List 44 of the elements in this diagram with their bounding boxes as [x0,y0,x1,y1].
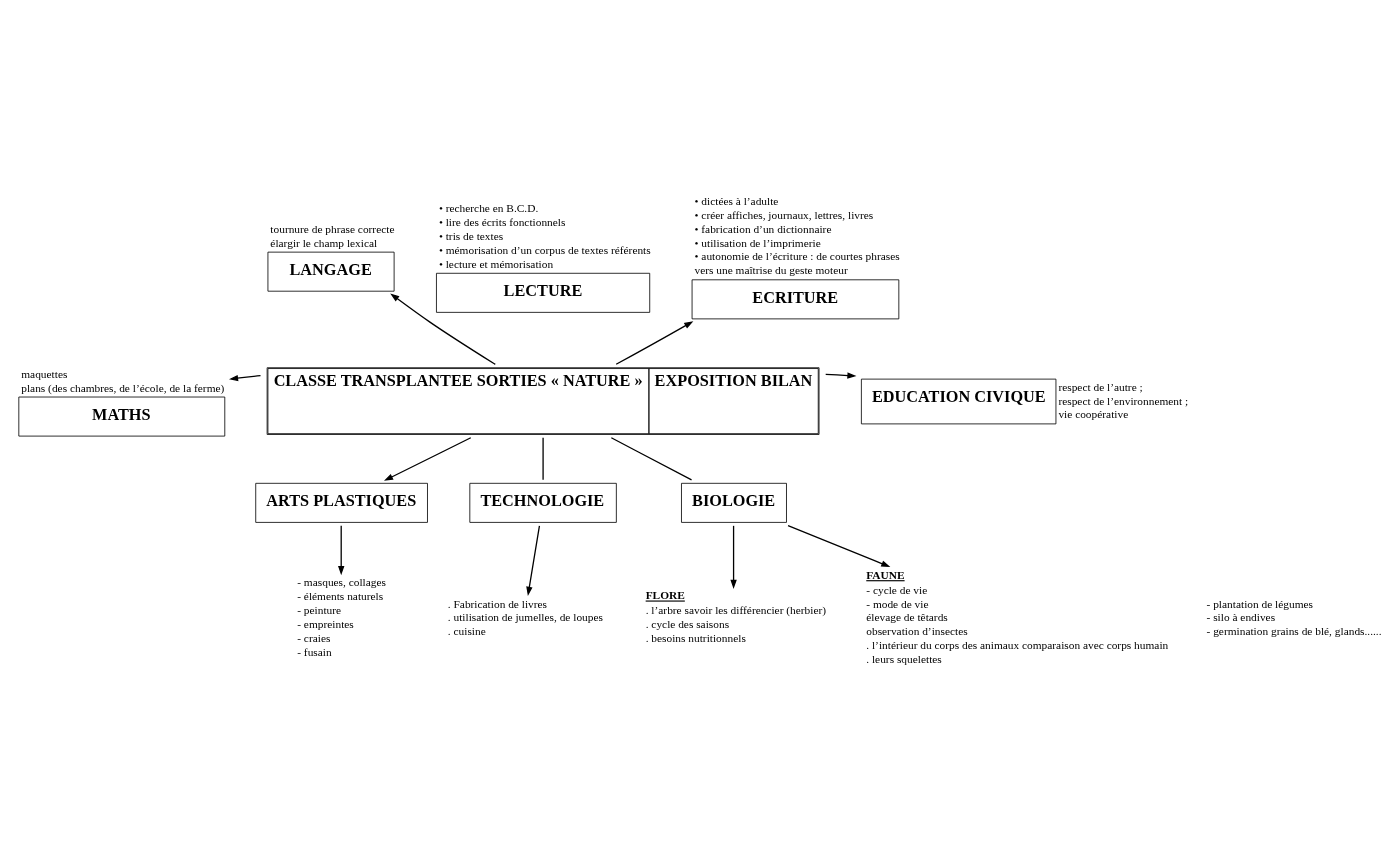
node-box: LANGAGE [267,251,395,292]
node-label: respect de l’environnement ; [1058,394,1189,407]
node-label: plans (des chambres, de l’école, de la ferme) [21,381,225,394]
label: - silo à endives [1206,611,1276,624]
connector [542,437,544,481]
arrow [338,525,345,576]
node-box: TECHNOLOGIE [469,482,617,523]
arrow [615,321,694,365]
node-label: • créer affiches, journaux, lettres, livres [694,208,874,221]
node-text: - masques, collages - éléments naturels - peinture - empreintes - craies - fusain [297,576,386,658]
arrow [730,525,737,589]
node-box: BIOLOGIE [681,482,787,523]
node-box: ECRITURE [691,279,900,320]
arrow [825,372,857,379]
label: - plantation de légumes [1206,597,1314,610]
node-label: • lecture et mémorisation [438,257,554,270]
node-label: • tris de textes [438,230,504,243]
node-label: • recherche en B.C.D. [438,202,539,215]
node-box: EDUCATION CIVIQUE [861,378,1057,425]
arrow [526,525,541,596]
node-label: maquettes [21,367,68,380]
node-box: ARTS PLASTIQUES [255,482,428,523]
node-label: vers une maîtrise du geste moteur [694,264,848,277]
node-label: • mémorisation d’un corpus de textes référents [438,243,651,256]
arrow [229,374,262,382]
node-label: respect de l’autre ; [1058,380,1143,393]
node-label: élargir le champ lexical [270,236,378,249]
connector [610,437,693,481]
node-label: • utilisation de l’imprimerie [694,236,821,249]
node-text: FLORE . l’arbre savoir les différencier (herbier) . cycle des saisons . besoins nutritionnels [645,589,827,644]
node-label: • autonomie de l’écriture : de courtes phrases [694,250,900,263]
arrow [787,525,891,568]
node-text: . Fabrication de livres . utilisation de jumelles, de loupes . cuisine [447,597,603,638]
arrow [390,293,496,366]
node-label: • lire des écrits fonctionnels [438,216,566,229]
node-label: • fabrication d’un dictionnaire [694,222,832,235]
node-text: FAUNE - cycle de vie - mode de vie élevage de têtards observation d’insectes . l’intérieur du corps des animaux comparaison avec corps humain . leurs squelettes [866,569,1169,665]
node-label: • dictées à l’adulte [694,195,779,208]
arrow [383,437,472,481]
label: - germination grains de blé, glands...... [1206,625,1382,638]
node-label: tournure de phrase correcte [270,222,395,235]
node-label: vie coopérative [1058,408,1129,421]
node-box: LECTURE [436,272,651,313]
node-box: MATHS [18,396,226,437]
